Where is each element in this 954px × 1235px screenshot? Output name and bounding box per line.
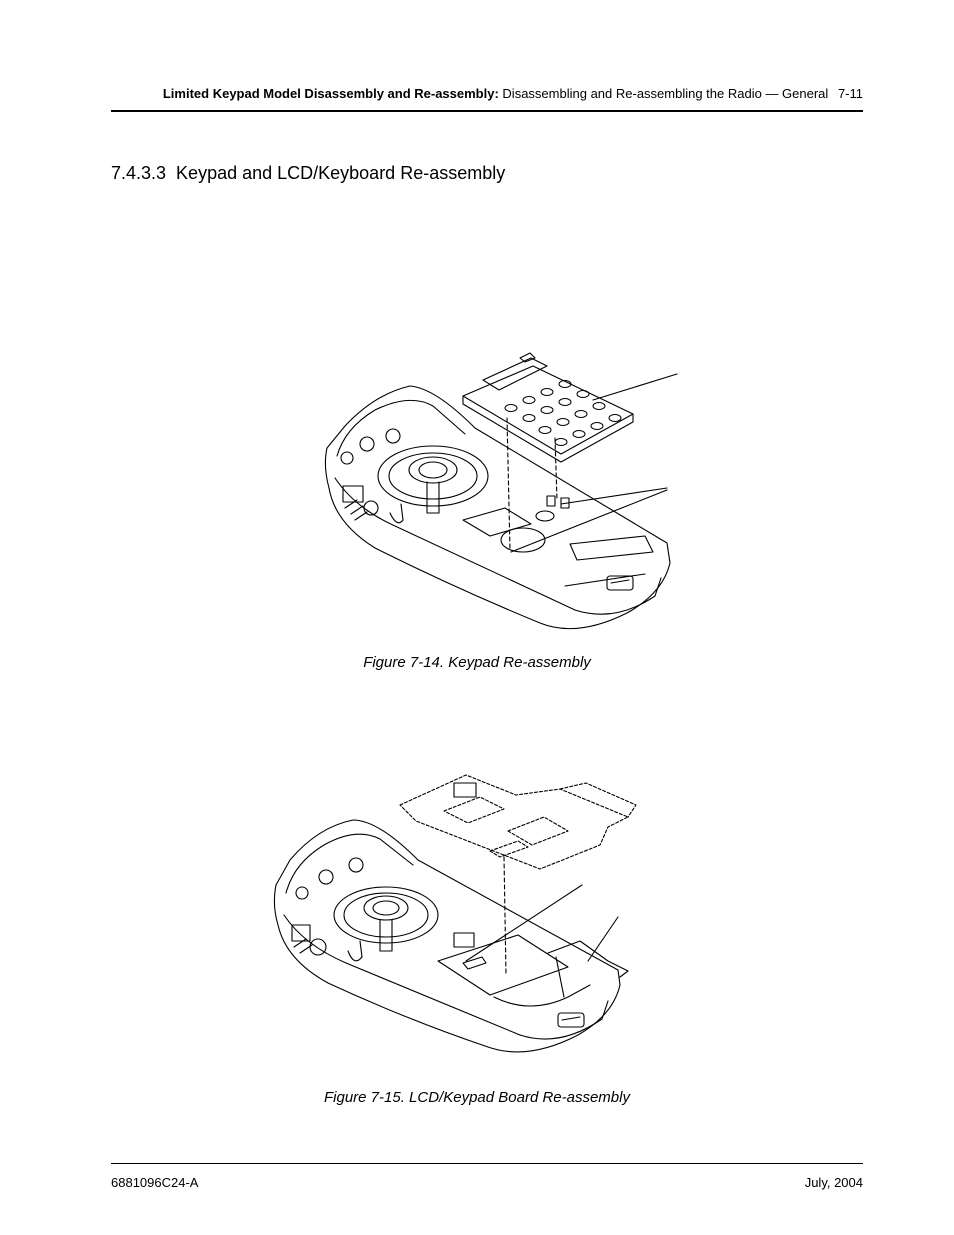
lcd-keypad-board-part [399, 774, 637, 870]
keypad-reassembly-drawing [324, 352, 678, 630]
footer-doc-number: 6881096C24-A [111, 1175, 199, 1190]
lcd-board-reassembly-drawing [273, 774, 637, 1053]
header-chapter-title: Limited Keypad Model Disassembly and Re-… [162, 86, 499, 101]
header-page-number: 7-11 [837, 86, 863, 101]
section-title: Keypad and LCD/Keyboard Re-assembly [176, 163, 506, 183]
figure-keypad-reassembly [315, 348, 695, 640]
section-number: 7.4.3.3 [111, 163, 167, 183]
footer-date: July, 2004 [804, 1175, 863, 1190]
keypad-part [462, 352, 634, 463]
running-header: Limited Keypad Model Disassembly and Re-… [111, 86, 863, 102]
figure-lcd-board-reassembly [268, 765, 646, 1065]
section-heading: 7.4.3.3 Keypad and LCD/Keyboard Re-assemb… [111, 162, 505, 184]
header-rule [111, 110, 863, 112]
figure-caption-lcd-board: Figure 7-15. LCD/Keypad Board Re-assembl… [324, 1089, 630, 1106]
header-section-title: Disassembling and Re-assembling the Radi… [502, 86, 829, 101]
footer-rule [111, 1163, 863, 1164]
figure-caption-keypad: Figure 7-14. Keypad Re-assembly [363, 654, 591, 671]
